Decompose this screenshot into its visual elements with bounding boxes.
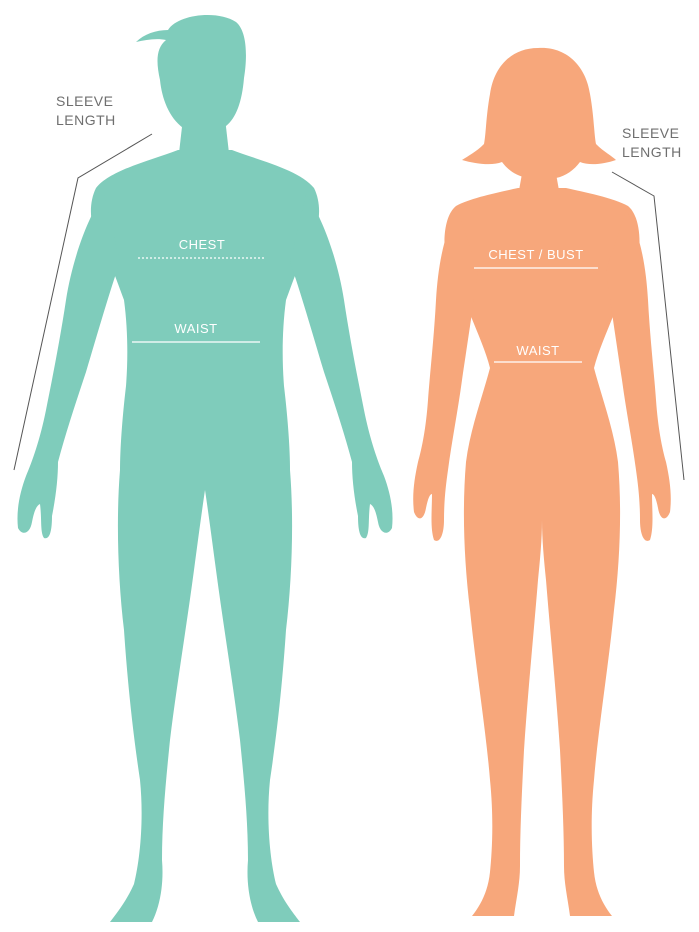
male-right-arm <box>290 194 393 538</box>
male-sleeve-label: SLEEVE LENGTH <box>56 92 116 130</box>
female-sleeve-label: SLEEVE LENGTH <box>622 124 682 162</box>
male-sleeve-label-line2: LENGTH <box>56 111 116 130</box>
female-sleeve-label-line2: LENGTH <box>622 143 682 162</box>
female-chest-label: CHEST / BUST <box>466 247 606 262</box>
male-waist-label: WAIST <box>146 321 246 336</box>
female-waist-label: WAIST <box>490 343 586 358</box>
male-sleeve-label-line1: SLEEVE <box>56 92 116 111</box>
male-head <box>136 15 246 130</box>
male-left-arm <box>17 194 120 538</box>
female-head <box>462 48 616 178</box>
female-sleeve-label-line1: SLEEVE <box>622 124 682 143</box>
male-torso-legs <box>91 150 319 922</box>
female-silhouette <box>413 48 671 916</box>
male-silhouette <box>17 15 392 922</box>
male-chest-label: CHEST <box>152 237 252 252</box>
